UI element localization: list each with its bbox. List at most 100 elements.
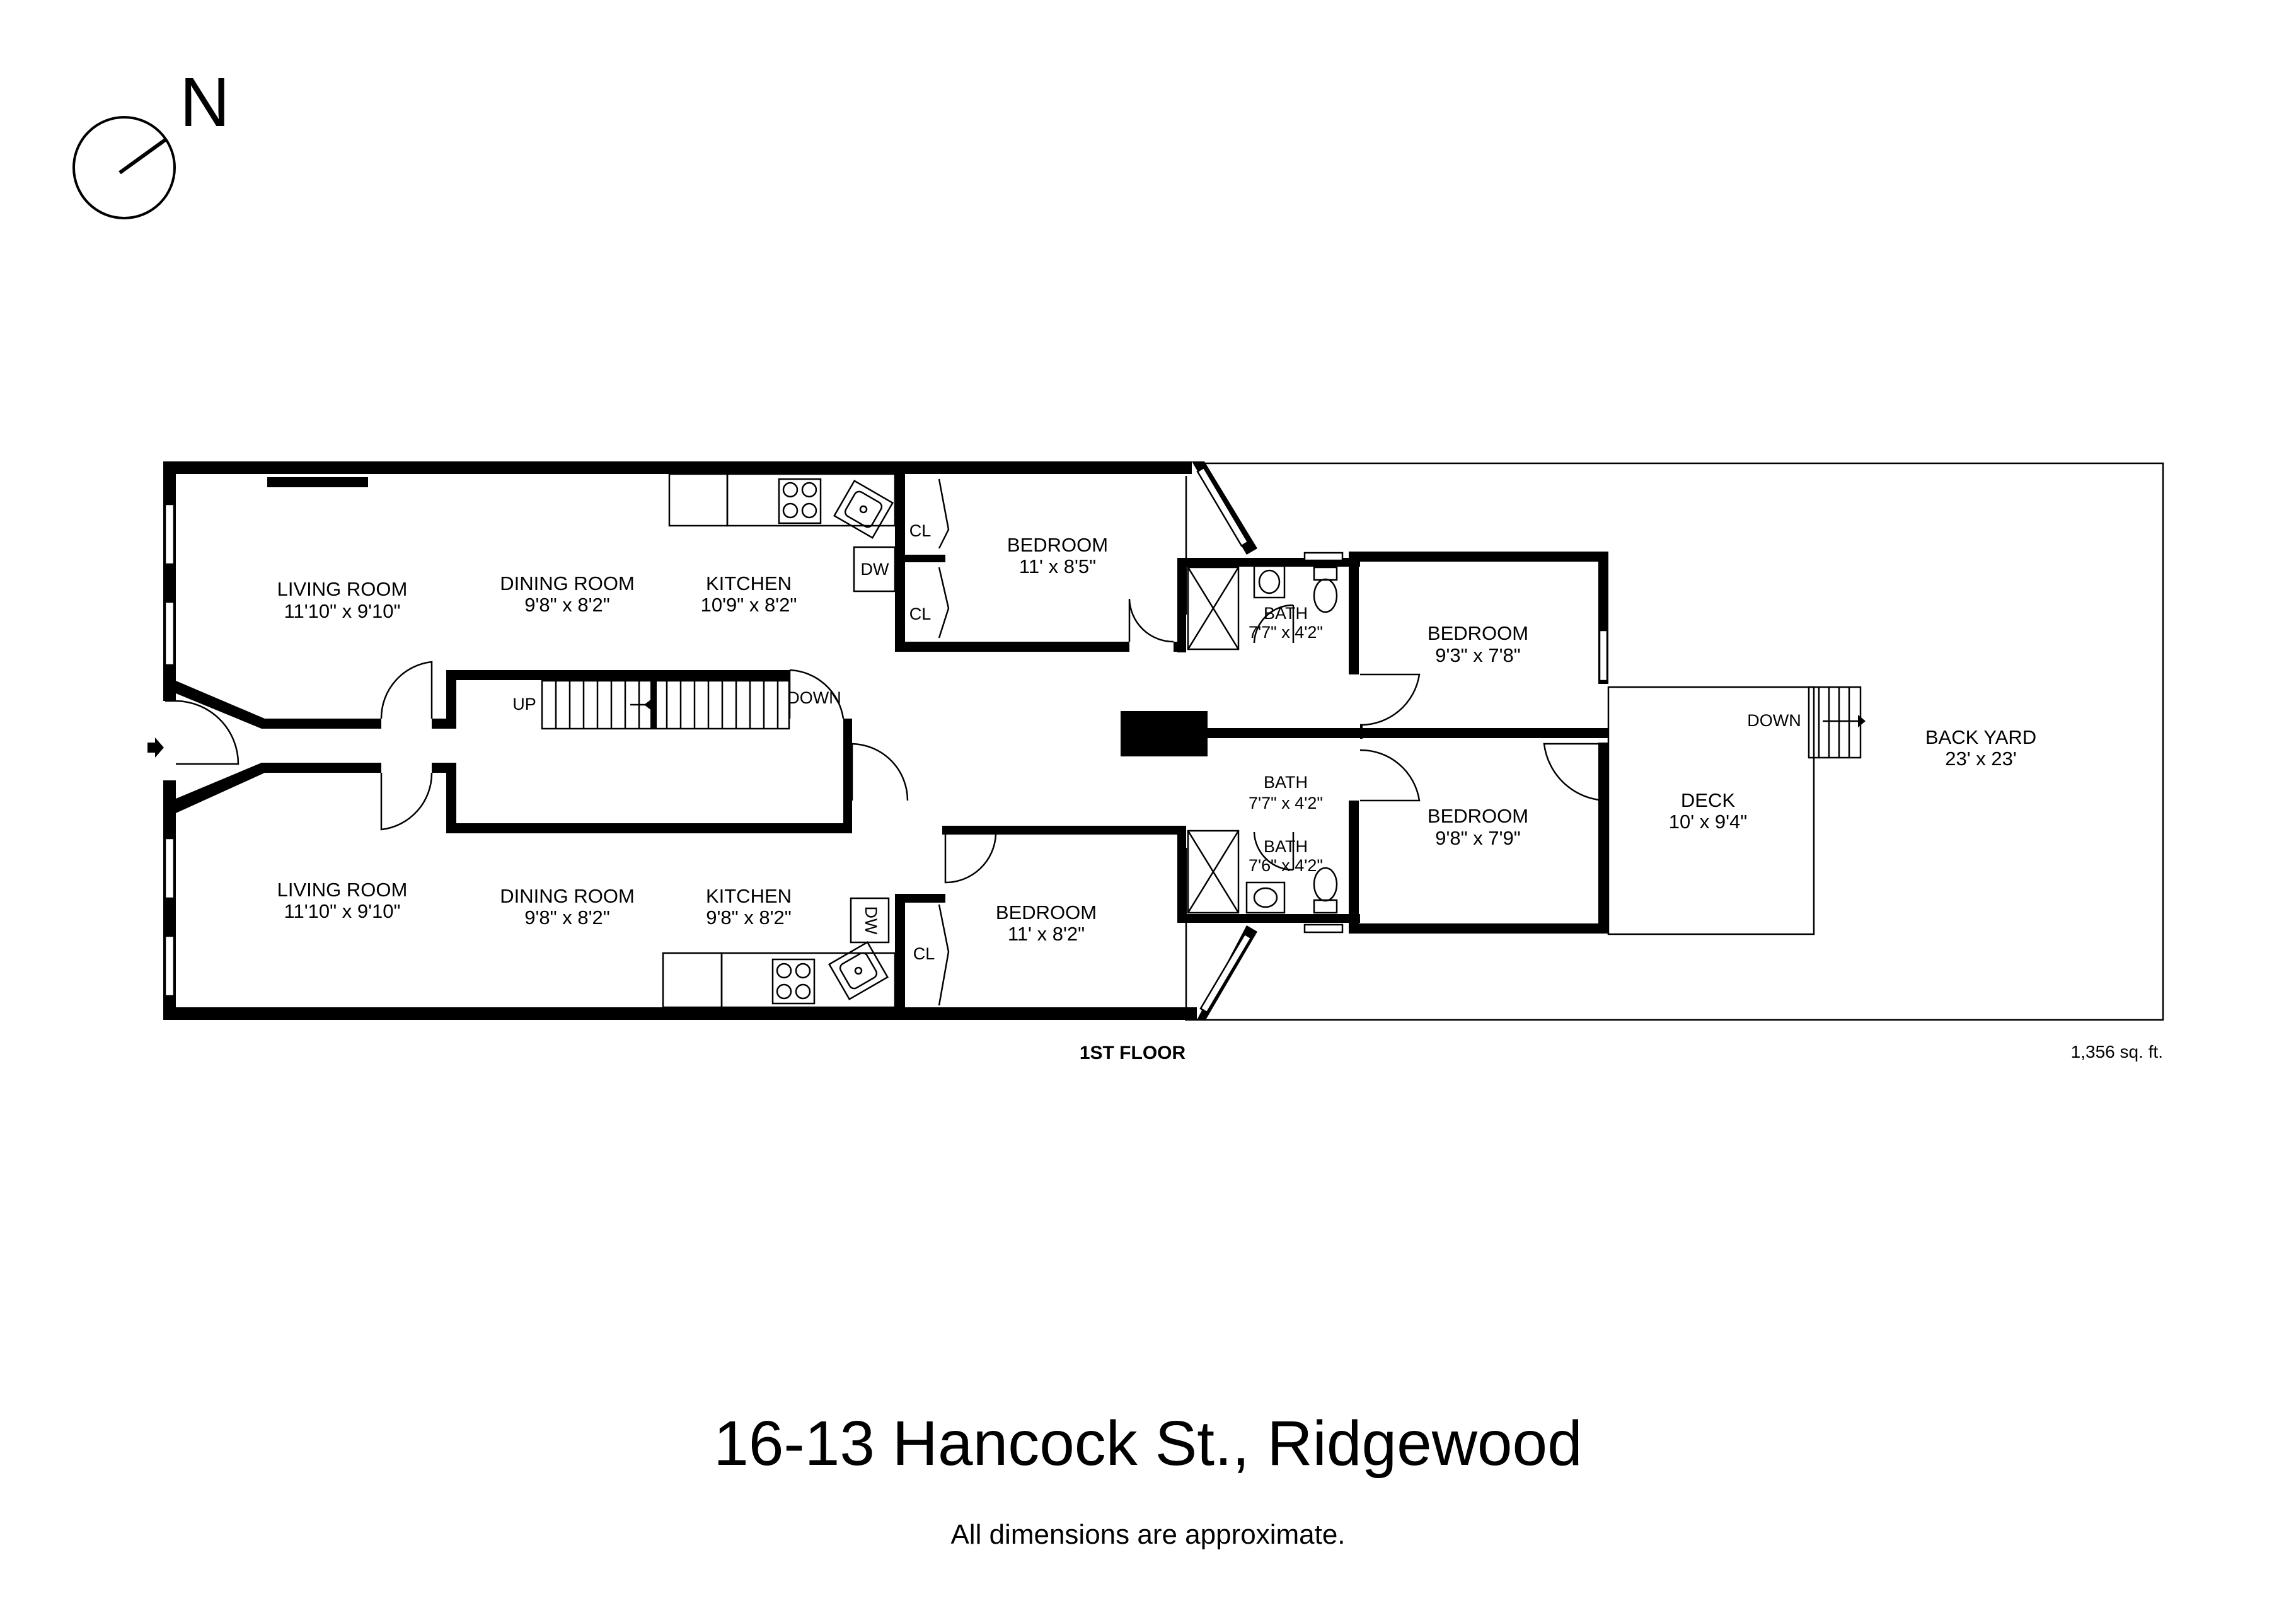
stairs-outline [541,680,790,730]
room-dim-living-n: 11'10" x 9'10" [284,600,401,622]
window-west-4 [164,935,175,997]
deck-stairs-outline [1808,686,1862,759]
room-name-living-s: LIVING ROOM [277,879,408,901]
dishwasher-n [853,546,896,593]
shower-n-diag [1187,567,1240,650]
room-dim-bed-ne: 9'3" x 7'8" [1435,644,1521,666]
room-dim-deck: 10' x 9'4" [1669,811,1748,833]
closets [895,478,950,1006]
stair-arrow-icon [644,698,652,711]
doors [165,598,1609,884]
wall-bed-ne-top [1349,552,1608,562]
window-west-3 [164,837,175,899]
closet-door-n2 [938,567,950,639]
interior-walls [176,474,1608,1020]
closet-label: CL [909,604,932,623]
stairs-down-label: DOWN [787,688,841,707]
window-bath-s [1303,923,1344,934]
door-bed-se [1359,749,1421,802]
room-dim-kitchen-s: 9'8" x 8'2" [706,906,792,928]
kitchen-fixtures: DW DW [662,473,896,1009]
burner-icon [795,963,811,979]
stove-n-icon [778,478,822,524]
room-dim-bed-s: 11' x 8'2" [1008,923,1085,945]
room-name-dining-n: DINING ROOM [500,572,635,594]
burner-icon [776,963,792,979]
toilet-tank-n [1313,566,1338,581]
wall-bed-n-bottom-end [1174,642,1186,652]
burner-icon [782,482,799,498]
wall-bed-ne-left [1349,552,1359,674]
closet-label: CL [913,944,935,963]
backyard-boundary [1185,462,2164,1021]
window-bed-ne [1598,629,1608,682]
fridge-n [668,473,729,527]
floor-name: 1ST FLOOR [1080,1043,1186,1063]
room-labels: LIVING ROOM 11'10" x 9'10" DINING ROOM 9… [277,534,2037,945]
wall-bed-s-top [942,826,1182,835]
shower-s-diag [1187,830,1240,913]
windows [164,466,1608,1014]
room-name-kitchen-s: KITCHEN [706,885,792,907]
wall-closet-s-w [895,894,905,1020]
closet-door-s [938,904,950,1006]
room-dim-bath-mid: 7'7" x 4'2" [1249,794,1323,813]
sink-bath-n [1253,565,1286,599]
window-bath-n [1303,552,1344,562]
room-dim-bath-s: 7'6" x 4'2" [1249,856,1323,875]
burner-icon [801,482,817,498]
wall-stair-s [446,823,850,833]
room-name-bed-s: BEDROOM [996,901,1097,923]
door-deck [1543,743,1609,802]
dishwasher-n-label: DW [861,560,889,579]
wall-bed-se-right [1598,743,1608,932]
sink-n-icon [833,480,894,539]
stairs-divider [650,681,657,729]
wall-stair-w-bottom [446,763,456,833]
wall-stair-w-top [446,670,456,729]
room-name-bath-mid: BATH [1264,773,1308,792]
dishwasher-s-label: DW [862,906,880,935]
closet-label: CL [909,521,932,540]
interior-stairs: UP DOWN [512,680,841,730]
wall-south [163,1007,1197,1020]
door-bath-n [1253,604,1295,644]
stairs-up-label: UP [512,695,536,714]
wall-bed-ne-se-divider [1207,728,1608,738]
deck-stair-arrow-icon [1858,715,1866,727]
sink-bath-n-bowl-icon [1258,569,1281,594]
room-dim-backyard: 23' x 23' [1945,748,2017,770]
room-dim-living-s: 11'10" x 9'10" [284,900,401,922]
window-bay-se [1199,933,1252,1014]
room-dim-dining-s: 9'8" x 8'2" [524,906,610,928]
chimney [1121,711,1208,756]
room-name-bath-s: BATH [1264,837,1308,856]
wall-bath-n-left [1177,558,1186,652]
property-address: 16-13 Hancock St., Ridgewood [713,1408,1583,1479]
sink-bath-s-bowl-icon [1253,887,1278,908]
wall-bed-n-bottom [895,642,1129,652]
dishwasher-s [850,897,890,944]
window-west-1 [164,503,175,565]
toilet-tank-s [1313,899,1338,914]
room-name-living-n: LIVING ROOM [277,578,408,600]
room-name-bed-ne: BEDROOM [1428,622,1528,644]
burner-icon [776,983,792,1000]
closet-door-n1 [938,478,950,549]
fridge-s [662,952,723,1009]
room-dim-kitchen-n: 10'9" x 8'2" [701,594,797,616]
compass-circle-icon [72,116,176,219]
bath-fixtures [1187,565,1338,914]
toilet-n-icon [1313,578,1338,613]
wall-stair-n [446,670,790,680]
room-name-deck: DECK [1681,789,1735,811]
wall-bath-s-left [1177,826,1186,920]
room-name-bed-n: BEDROOM [1007,534,1108,556]
room-dim-dining-n: 9'8" x 8'2" [524,594,610,616]
wall-closet-s-top [895,894,945,903]
room-name-kitchen-n: KITCHEN [706,572,792,594]
wall-north [163,461,1192,474]
room-name-backyard: BACK YARD [1925,726,2036,748]
door-bed-s [944,834,997,884]
dimensions-disclaimer: All dimensions are approximate. [950,1519,1346,1550]
